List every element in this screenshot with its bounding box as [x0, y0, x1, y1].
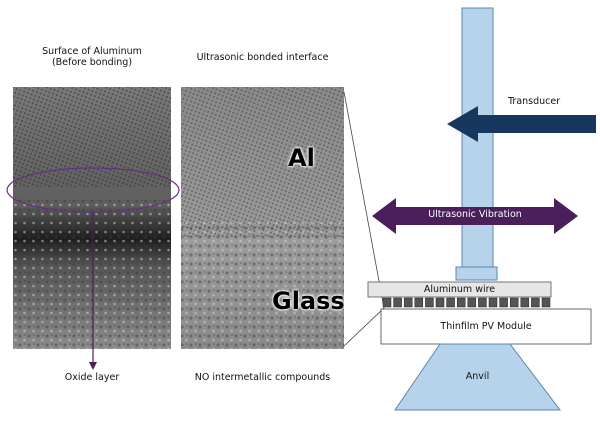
- transducer-label: Transducer: [508, 96, 561, 107]
- label-glass: Glass: [272, 287, 345, 315]
- transducer-arrow: [447, 106, 596, 142]
- bond-pad: [446, 297, 455, 308]
- horn-tip: [455, 266, 498, 281]
- bond-pad: [531, 297, 540, 308]
- bond-pad: [393, 297, 402, 308]
- bond-pad: [541, 297, 551, 308]
- pv-module: [380, 308, 592, 345]
- bond-pad: [467, 297, 477, 308]
- oxide-callout-arrowhead: [89, 362, 97, 370]
- bond-pad: [499, 297, 508, 308]
- bond-pad: [520, 297, 530, 308]
- vibration-double-arrow: [372, 198, 578, 234]
- bond-pad: [478, 297, 487, 308]
- label-al: Al: [288, 144, 315, 172]
- bond-pad: [382, 297, 392, 308]
- bond-pads: [382, 297, 551, 308]
- bond-pad: [403, 297, 413, 308]
- middle-tem-image: [181, 87, 344, 349]
- bond-pad: [509, 297, 519, 308]
- left-panel-title: Surface of Aluminum (Before bonding): [13, 46, 171, 68]
- vibration-label: Ultrasonic Vibration: [428, 209, 522, 220]
- middle-panel-title: Ultrasonic bonded interface: [196, 52, 329, 63]
- oxide-layer-label: Oxide layer: [64, 372, 120, 383]
- no-imc-label: NO intermetallic compounds: [194, 372, 331, 383]
- bond-pad: [435, 297, 445, 308]
- left-tem-image: [13, 87, 171, 349]
- anvil-label: Anvil: [465, 371, 490, 382]
- anvil: [394, 343, 562, 411]
- bond-pad: [425, 297, 434, 308]
- bond-pad: [488, 297, 498, 308]
- aluminum-wire: [367, 281, 552, 298]
- left-title-line2: (Before bonding): [51, 57, 133, 68]
- bond-pad: [456, 297, 466, 308]
- zoom-line-bottom: [343, 307, 385, 347]
- left-title-line1: Surface of Aluminum: [42, 46, 142, 57]
- zoom-line-top: [343, 91, 385, 309]
- wire-label: Aluminum wire: [423, 284, 496, 295]
- pv-module-label: Thinfilm PV Module: [440, 321, 532, 332]
- bond-pad: [414, 297, 424, 308]
